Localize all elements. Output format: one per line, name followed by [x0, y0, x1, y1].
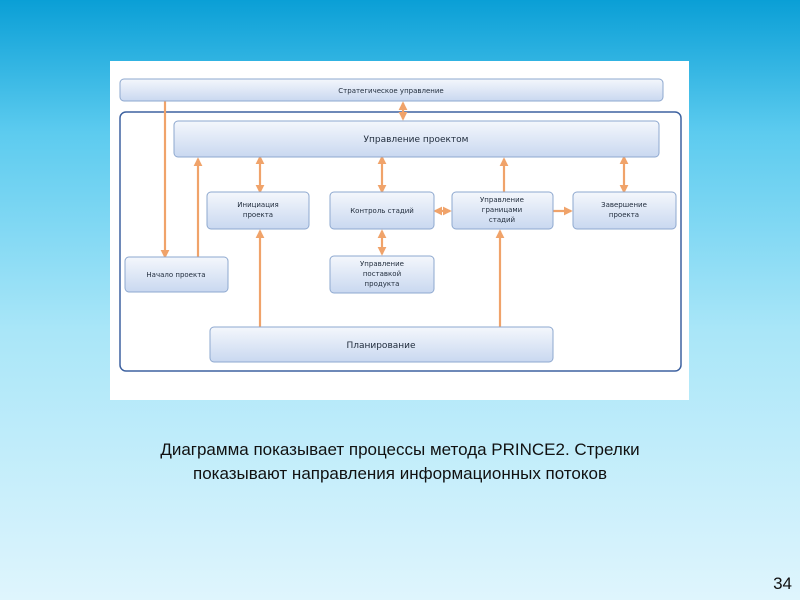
node-delivery-label-1: Управление	[360, 260, 404, 268]
node-planning-label: Планирование	[346, 341, 416, 351]
node-stage-boundaries-label-1: Управление	[480, 196, 524, 204]
caption-line-2: показывают направления информационных по…	[193, 464, 607, 483]
node-stage-boundaries-label-2: границами	[482, 206, 522, 214]
node-start-label: Начало проекта	[146, 271, 205, 279]
node-strategic-management: Стратегическое управление	[119, 78, 664, 102]
node-project-management-label: Управление проектом	[364, 135, 469, 145]
node-closing: Завершение проекта	[572, 191, 677, 230]
arrows	[160, 99, 629, 327]
node-start-project: Начало проекта	[124, 256, 229, 293]
node-initiation-label-2: проекта	[243, 211, 273, 219]
diagram-panel: Стратегическое управление Управление про…	[110, 61, 689, 400]
node-closing-label-2: проекта	[609, 211, 639, 219]
page-number: 34	[773, 574, 792, 593]
node-initiation-label-1: Инициация	[237, 201, 279, 209]
caption: Диаграмма показывает процессы метода PRI…	[100, 438, 700, 486]
node-closing-label-1: Завершение	[601, 201, 647, 209]
node-product-delivery: Управление поставкой продукта	[329, 255, 435, 294]
node-stage-boundaries: Управление границами стадий	[451, 191, 554, 230]
caption-line-1: Диаграмма показывает процессы метода PRI…	[160, 440, 640, 459]
node-planning: Планирование	[209, 326, 554, 363]
node-stage-boundaries-label-3: стадий	[489, 216, 515, 224]
node-stage-control-label: Контроль стадий	[350, 207, 414, 215]
node-strategic-label: Стратегическое управление	[338, 87, 443, 95]
node-project-management: Управление проектом	[173, 120, 660, 158]
prince2-process-diagram: Стратегическое управление Управление про…	[119, 78, 682, 372]
node-stage-control: Контроль стадий	[329, 191, 435, 230]
node-initiation: Инициация проекта	[206, 191, 310, 230]
node-delivery-label-2: поставкой	[363, 270, 401, 278]
node-delivery-label-3: продукта	[365, 280, 400, 288]
